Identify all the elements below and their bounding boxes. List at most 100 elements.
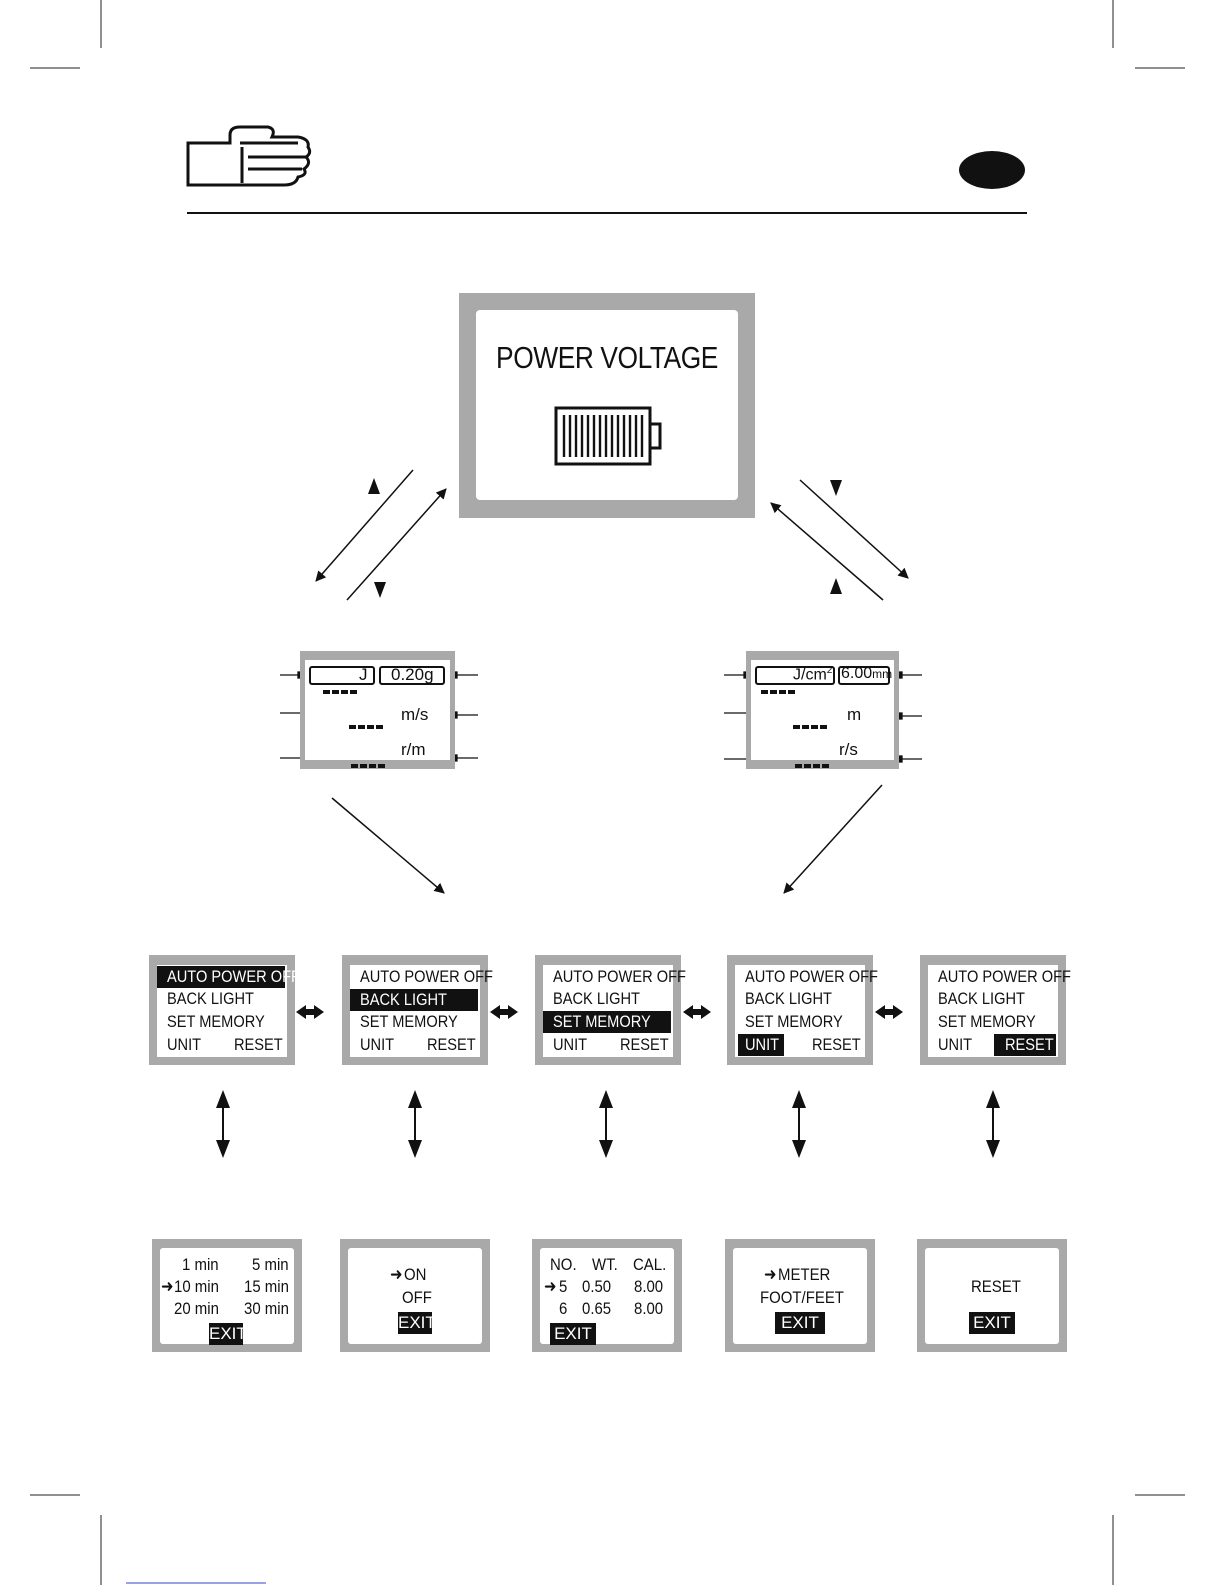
memory-row-no[interactable]: 5 [559, 1277, 568, 1296]
menu-item-reset[interactable]: RESET [234, 1035, 283, 1054]
exit-button[interactable]: EXIT [775, 1312, 825, 1334]
arrow-to-left-display [315, 469, 414, 582]
col-wt-header: WT. [592, 1255, 618, 1274]
menu-item-back-light[interactable]: BACK LIGHT [938, 989, 1025, 1008]
energy-density-unit: J/cm2 [793, 665, 833, 684]
exit-button[interactable]: EXIT [969, 1312, 1015, 1334]
arrow-left-display-to-menu [331, 797, 445, 894]
pointing-hand-icon [186, 125, 314, 194]
triangle-down-right [830, 480, 842, 496]
option-30-min[interactable]: 30 min [244, 1299, 289, 1318]
menu-item-reset[interactable]: RESET [1005, 1035, 1054, 1054]
option-on[interactable]: ON [404, 1265, 427, 1284]
option-1-min[interactable]: 1 min [182, 1255, 219, 1274]
exit-button[interactable]: EXIT [550, 1323, 596, 1345]
menu-item-reset[interactable]: RESET [812, 1035, 861, 1054]
menu-item-auto-power-off[interactable]: AUTO POWER OFF [167, 967, 300, 986]
energy-dashes [323, 681, 359, 694]
menu-item-unit[interactable]: UNIT [745, 1035, 780, 1054]
submenu-auto-power-off: 1 min 5 min ➜ 10 min 15 min 20 min 30 mi… [152, 1239, 302, 1352]
exit-button[interactable]: EXIT [209, 1323, 247, 1345]
col-no-header: NO. [550, 1255, 577, 1274]
selected-arrow-icon: ➜ [390, 1265, 403, 1284]
option-meter[interactable]: METER [778, 1265, 831, 1284]
col-cal-header: CAL. [633, 1255, 667, 1274]
menu-screen-reset: AUTO POWER OFF BACK LIGHT SET MEMORY UNI… [920, 955, 1071, 1065]
menu-item-back-light[interactable]: BACK LIGHT [553, 989, 640, 1008]
menu-screen-set-memory: AUTO POWER OFF BACK LIGHT SET MEMORY UNI… [535, 955, 686, 1065]
menu-item-set-memory[interactable]: SET MEMORY [745, 1012, 843, 1031]
option-foot-feet[interactable]: FOOT/FEET [760, 1288, 844, 1307]
menu-item-set-memory[interactable]: SET MEMORY [167, 1012, 265, 1031]
rate-unit: r/m [401, 740, 426, 759]
menu-item-set-memory[interactable]: SET MEMORY [938, 1012, 1036, 1031]
memory-row-cal: 8.00 [634, 1277, 664, 1296]
energy-unit: J [359, 665, 368, 684]
distance-unit: m [847, 705, 862, 724]
option-15-min[interactable]: 15 min [244, 1277, 289, 1296]
menu-item-set-memory[interactable]: SET MEMORY [360, 1012, 458, 1031]
memory-row-no[interactable]: 6 [559, 1299, 568, 1318]
speed-unit: m/s [401, 705, 429, 724]
menu-item-set-memory[interactable]: SET MEMORY [553, 1012, 651, 1031]
menu-item-auto-power-off[interactable]: AUTO POWER OFF [360, 967, 493, 986]
exit-button[interactable]: EXIT [398, 1312, 436, 1334]
menu-item-reset[interactable]: RESET [620, 1035, 669, 1054]
menu-item-unit[interactable]: UNIT [938, 1035, 973, 1054]
triangle-down-left [374, 582, 386, 598]
caliber-box [838, 666, 890, 685]
selected-arrow-icon: ➜ [764, 1265, 777, 1284]
menu-item-auto-power-off[interactable]: AUTO POWER OFF [745, 967, 878, 986]
option-5-min[interactable]: 5 min [252, 1255, 289, 1274]
reset-label: RESET [971, 1277, 1021, 1296]
speed-dashes [349, 716, 385, 729]
menu-screen-unit: AUTO POWER OFF BACK LIGHT SET MEMORY UNI… [727, 955, 878, 1065]
arrow-from-left-display [346, 488, 447, 601]
menu-item-auto-power-off[interactable]: AUTO POWER OFF [553, 967, 686, 986]
rate-unit: r/s [839, 740, 858, 759]
energy-density-dashes [761, 681, 797, 694]
arrow-to-right-display [799, 479, 909, 579]
menu-item-auto-power-off[interactable]: AUTO POWER OFF [938, 967, 1071, 986]
power-voltage-title: POWER VOLTAGE [496, 340, 718, 375]
energy-density-box [755, 666, 835, 685]
crop-marks [30, 0, 1185, 1585]
right-measurement-display: J/cm2 6.00mm m r/s [746, 651, 899, 769]
weight-box [379, 666, 445, 685]
black-oval-badge [959, 151, 1025, 189]
selected-arrow-icon: ➜ [161, 1277, 174, 1296]
left-measurement-display: J 0.20g m/s r/m [300, 651, 455, 769]
triangle-up-left [368, 478, 380, 494]
submenu-back-light: ➜ ON OFF EXIT [340, 1239, 490, 1352]
memory-row-wt: 0.50 [582, 1277, 612, 1296]
menu-item-back-light[interactable]: BACK LIGHT [167, 989, 254, 1008]
menu-item-unit[interactable]: UNIT [167, 1035, 202, 1054]
submenu-reset: RESET EXIT [917, 1239, 1067, 1352]
menu-screen-back-light: AUTO POWER OFF BACK LIGHT SET MEMORY UNI… [342, 955, 493, 1065]
energy-box [309, 666, 375, 685]
rate-dashes [795, 755, 831, 768]
menu-nav-arrows [296, 1005, 903, 1019]
menu-screen-auto-power-off: AUTO POWER OFF BACK LIGHT SET MEMORY UNI… [149, 955, 300, 1065]
weight-value: 0.20g [391, 665, 434, 684]
submenu-unit: ➜ METER FOOT/FEET EXIT [725, 1239, 875, 1352]
menu-item-back-light[interactable]: BACK LIGHT [360, 990, 447, 1009]
menu-item-reset[interactable]: RESET [427, 1035, 476, 1054]
menu-item-unit[interactable]: UNIT [553, 1035, 588, 1054]
submenu-set-memory: NO. WT. CAL. ➜ 5 0.50 8.00 6 0.65 8.00 E… [532, 1239, 682, 1352]
option-off[interactable]: OFF [402, 1288, 432, 1307]
memory-row-wt: 0.65 [582, 1299, 612, 1318]
distance-dashes [793, 716, 829, 729]
memory-row-cal: 8.00 [634, 1299, 664, 1318]
menu-item-unit[interactable]: UNIT [360, 1035, 395, 1054]
caliber-value: 6.00mm [841, 665, 893, 682]
option-10-min[interactable]: 10 min [174, 1277, 219, 1296]
triangle-up-right [830, 578, 842, 594]
arrow-from-right-display [770, 502, 884, 601]
menu-item-back-light[interactable]: BACK LIGHT [745, 989, 832, 1008]
selected-arrow-icon: ➜ [544, 1277, 557, 1296]
arrow-right-display-to-menu [783, 784, 883, 894]
option-20-min[interactable]: 20 min [174, 1299, 219, 1318]
battery-icon [554, 406, 666, 471]
